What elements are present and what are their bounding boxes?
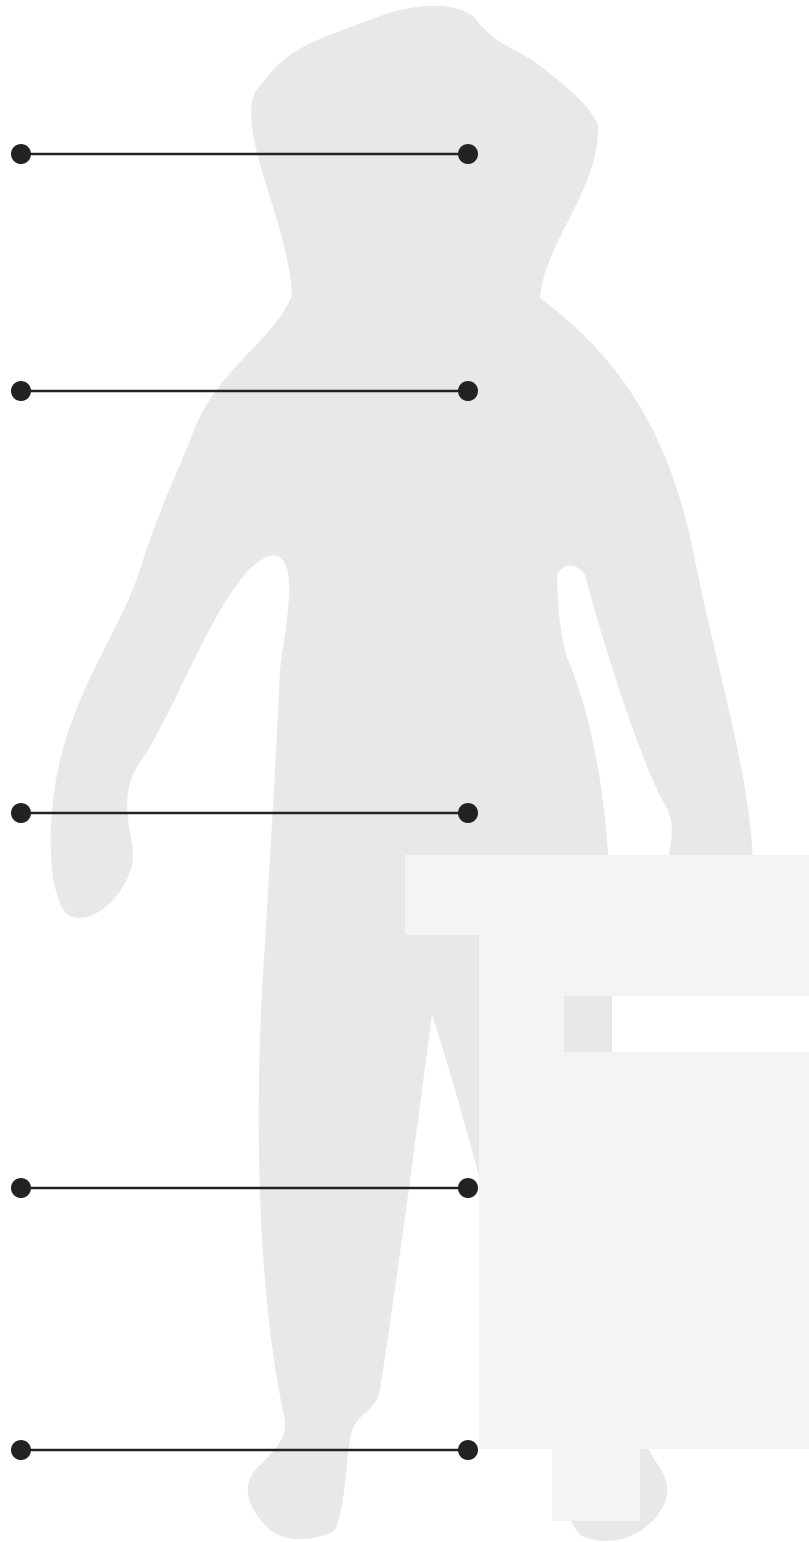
leader-marker-head-start: [11, 144, 31, 164]
leader-marker-head-end: [458, 144, 478, 164]
leader-marker-foot-end: [458, 1440, 478, 1460]
leader-marker-knee-end: [458, 1178, 478, 1198]
overlay-top-block: [405, 855, 809, 935]
overlay-bottom-tab: [552, 1449, 640, 1521]
leader-marker-knee-start: [11, 1178, 31, 1198]
overlay-gap-white: [612, 996, 809, 1052]
leader-marker-hip-end: [458, 803, 478, 823]
leader-marker-hip-start: [11, 803, 31, 823]
overlay-gap-silhouette: [564, 996, 612, 1052]
leader-marker-foot-start: [11, 1440, 31, 1460]
leader-marker-chest-start: [11, 381, 31, 401]
leader-marker-chest-end: [458, 381, 478, 401]
